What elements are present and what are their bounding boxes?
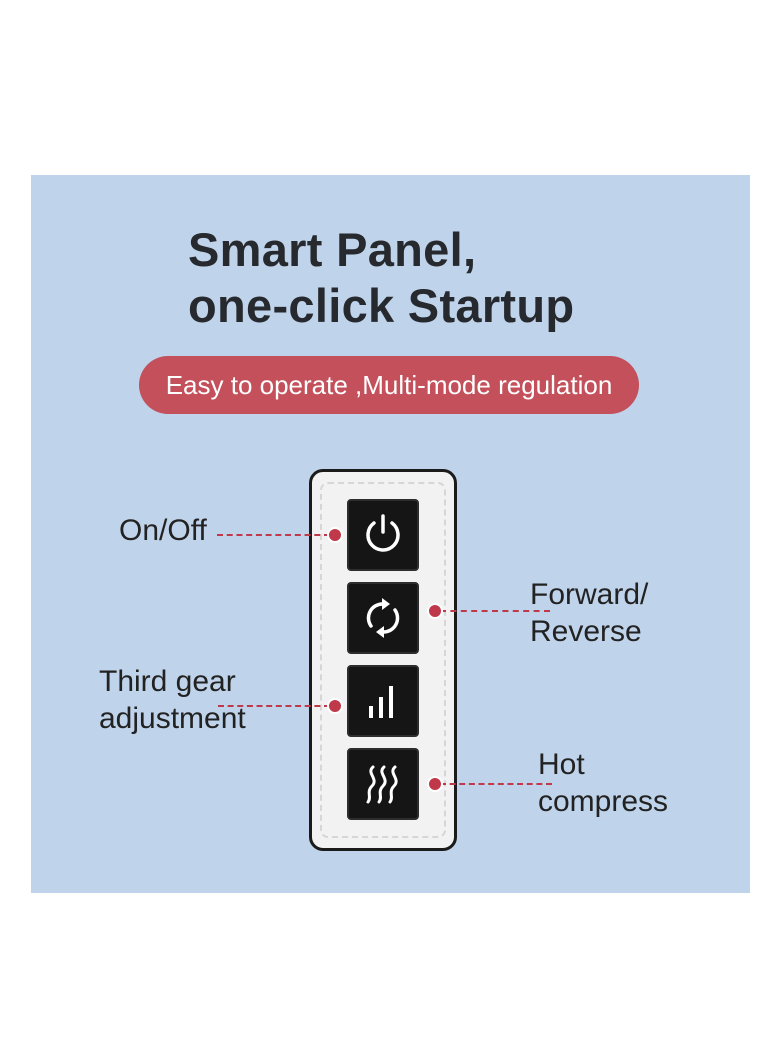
label-forward-reverse-line2: Reverse [530, 615, 642, 648]
headline: Smart Panel, one-click Startup [188, 222, 708, 334]
rotate-arrows-icon [366, 598, 400, 638]
leader-line-hot-compress [440, 783, 552, 785]
leader-line-third-gear [218, 705, 330, 707]
label-third-gear-line2: adjustment [99, 702, 246, 735]
headline-line-2: one-click Startup [188, 279, 575, 332]
label-hot-compress-line2: compress [538, 785, 669, 818]
leader-dot-forward-reverse [427, 603, 443, 619]
heat-waves-icon [366, 765, 398, 804]
leader-line-on-off [217, 534, 330, 536]
power-button[interactable] [347, 499, 419, 571]
gear-adjust-button[interactable] [347, 665, 419, 737]
signal-bars-icon [369, 686, 393, 718]
device-inner-border [320, 482, 446, 838]
leader-dot-third-gear [327, 698, 343, 714]
power-icon [366, 514, 400, 552]
leader-dot-hot-compress [427, 776, 443, 792]
leader-dot-on-off [327, 527, 343, 543]
forward-reverse-button[interactable] [347, 582, 419, 654]
label-hot-compress-line1: Hot [538, 748, 585, 781]
headline-line-1: Smart Panel, [188, 223, 477, 276]
label-on-off: On/Off [119, 514, 207, 547]
label-third-gear-line1: Third gear [99, 665, 236, 698]
leader-line-forward-reverse [440, 610, 550, 612]
hot-compress-button[interactable] [347, 748, 419, 820]
tagline-pill: Easy to operate ,Multi-mode regulation [139, 356, 639, 414]
label-forward-reverse-line1: Forward/ [530, 578, 649, 611]
